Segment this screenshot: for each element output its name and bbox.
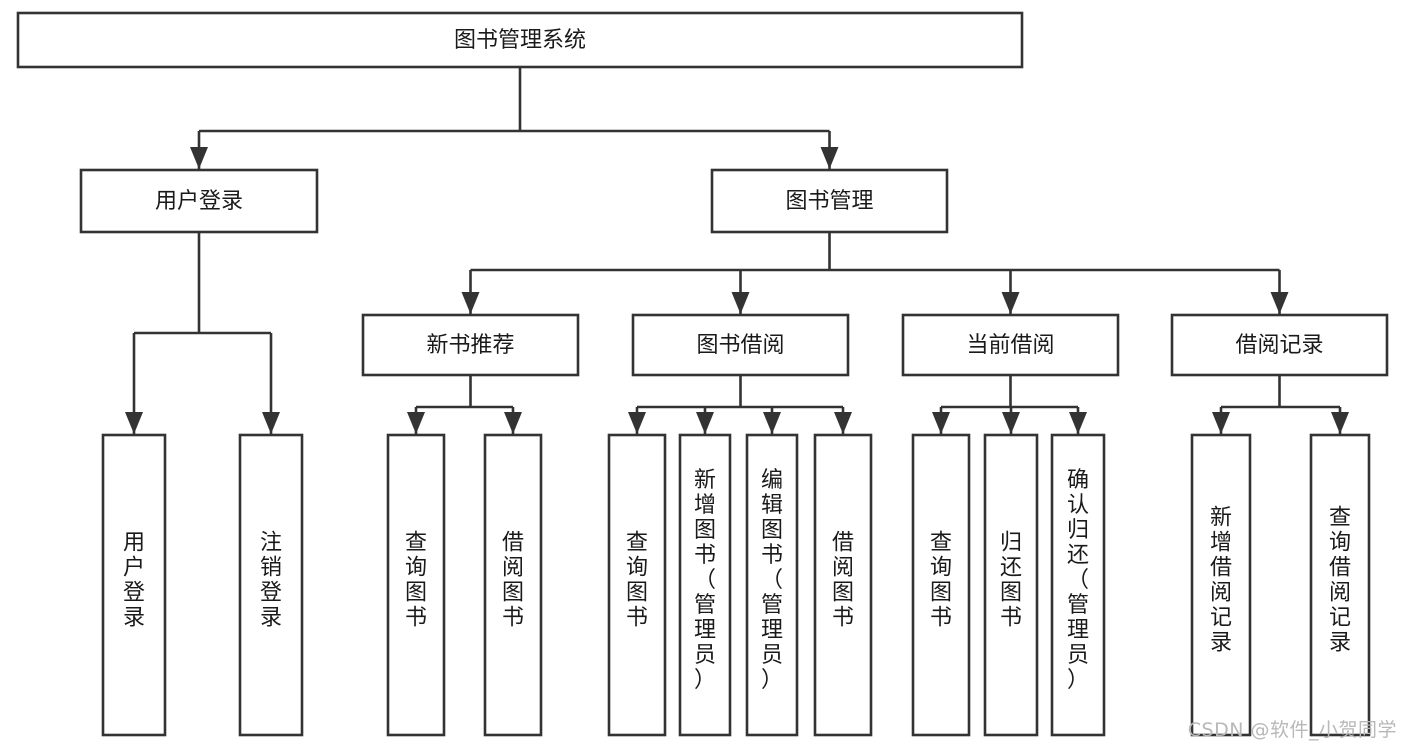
node-box-leaf-add-borrow-record <box>1190 433 1252 737</box>
node-leaf-edit-book-admin[interactable]: 编辑图书（管理员） <box>745 433 799 737</box>
node-book-borrow[interactable]: 图书借阅 <box>631 313 850 377</box>
node-box-leaf-confirm-return-admin <box>1050 433 1106 737</box>
node-box-current-borrow <box>901 313 1120 377</box>
arrow-head-icon-leaf-edit-book-admin <box>763 412 781 434</box>
arrow-head-icon-leaf-logout <box>262 412 280 434</box>
node-box-user-login <box>79 168 319 234</box>
node-leaf-query-book-3[interactable]: 查询图书 <box>911 433 971 737</box>
arrow-head-icon-book-borrow <box>731 292 750 314</box>
arrow-head-icon-leaf-borrow-book-1 <box>504 412 522 434</box>
node-box-leaf-return-book <box>983 433 1039 737</box>
node-leaf-borrow-book-1[interactable]: 借阅图书 <box>483 433 543 737</box>
node-user-login[interactable]: 用户登录 <box>79 168 319 234</box>
arrow-head-icon-leaf-query-book-2 <box>628 412 646 434</box>
nodes-layer: 图书管理系统用户登录图书管理新书推荐图书借阅当前借阅借阅记录用户登录注销登录查询… <box>16 11 1389 737</box>
node-box-leaf-query-book-1 <box>386 433 446 737</box>
node-box-book-manage <box>710 168 949 234</box>
node-box-new-book-recommend <box>361 313 580 377</box>
node-leaf-add-borrow-record[interactable]: 新增借阅记录 <box>1190 433 1252 737</box>
node-leaf-borrow-book-2[interactable]: 借阅图书 <box>813 433 873 737</box>
node-book-manage[interactable]: 图书管理 <box>710 168 949 234</box>
node-label-book-manage: 图书管理 <box>785 189 873 214</box>
node-box-leaf-add-book-admin <box>678 433 732 737</box>
node-leaf-query-book-1[interactable]: 查询图书 <box>386 433 446 737</box>
node-label-leaf-confirm-return-admin: 确认归还（管理员） <box>1067 468 1089 693</box>
watermark-label: CSDN @软件_小贺同学 <box>1187 719 1397 741</box>
arrow-head-icon-leaf-confirm-return-admin <box>1069 412 1087 434</box>
node-borrow-record[interactable]: 借阅记录 <box>1170 313 1389 377</box>
node-label-leaf-edit-book-admin: 编辑图书（管理员） <box>761 468 783 693</box>
arrow-head-icon-leaf-add-borrow-record <box>1212 412 1230 434</box>
arrow-head-icon-leaf-return-book <box>1002 412 1020 434</box>
arrow-head-icon-book-manage <box>820 147 839 169</box>
node-leaf-logout[interactable]: 注销登录 <box>238 433 304 737</box>
node-label-leaf-add-borrow-record: 新增借阅记录 <box>1210 506 1232 656</box>
node-label-leaf-query-book-1: 查询图书 <box>405 531 427 631</box>
node-label-leaf-add-book-admin: 新增图书（管理员） <box>694 468 716 693</box>
node-label-leaf-query-borrow-record: 查询借阅记录 <box>1329 506 1351 656</box>
node-box-leaf-query-book-2 <box>607 433 667 737</box>
arrow-head-icon-current-borrow <box>1001 292 1020 314</box>
node-label-user-login: 用户登录 <box>155 189 243 214</box>
node-leaf-return-book[interactable]: 归还图书 <box>983 433 1039 737</box>
arrow-head-icon-borrow-record <box>1270 292 1289 314</box>
node-box-root <box>16 11 1024 69</box>
node-box-leaf-user-login <box>101 433 167 737</box>
arrow-head-icon-leaf-borrow-book-2 <box>834 412 852 434</box>
node-box-leaf-query-borrow-record <box>1309 433 1371 737</box>
node-box-book-borrow <box>631 313 850 377</box>
arrow-head-icon-leaf-query-borrow-record <box>1331 412 1349 434</box>
node-leaf-add-book-admin[interactable]: 新增图书（管理员） <box>678 433 732 737</box>
node-label-leaf-query-book-3: 查询图书 <box>930 531 952 631</box>
node-box-borrow-record <box>1170 313 1389 377</box>
node-leaf-user-login[interactable]: 用户登录 <box>101 433 167 737</box>
node-box-leaf-borrow-book-2 <box>813 433 873 737</box>
node-leaf-query-borrow-record[interactable]: 查询借阅记录 <box>1309 433 1371 737</box>
arrow-head-icon-leaf-user-login <box>125 412 143 434</box>
node-box-leaf-logout <box>238 433 304 737</box>
node-label-new-book-recommend: 新书推荐 <box>426 333 514 358</box>
node-label-leaf-logout: 注销登录 <box>260 531 282 631</box>
node-leaf-confirm-return-admin[interactable]: 确认归还（管理员） <box>1050 433 1106 737</box>
node-label-leaf-borrow-book-1: 借阅图书 <box>502 531 524 631</box>
node-new-book-recommend[interactable]: 新书推荐 <box>361 313 580 377</box>
node-box-leaf-edit-book-admin <box>745 433 799 737</box>
node-box-leaf-query-book-3 <box>911 433 971 737</box>
node-label-leaf-return-book: 归还图书 <box>1000 531 1022 631</box>
node-current-borrow[interactable]: 当前借阅 <box>901 313 1120 377</box>
node-label-leaf-borrow-book-2: 借阅图书 <box>832 531 854 631</box>
arrow-head-icon-leaf-query-book-1 <box>407 412 425 434</box>
edges-layer <box>125 67 1349 434</box>
arrow-head-icon-leaf-add-book-admin <box>696 412 714 434</box>
arrow-head-icon-new-book-recommend <box>461 292 480 314</box>
node-root[interactable]: 图书管理系统 <box>16 11 1024 69</box>
node-box-leaf-borrow-book-1 <box>483 433 543 737</box>
node-label-borrow-record: 借阅记录 <box>1235 333 1323 358</box>
node-label-leaf-query-book-2: 查询图书 <box>626 531 648 631</box>
arrow-head-icon-user-login <box>190 147 208 169</box>
node-label-current-borrow: 当前借阅 <box>966 333 1054 358</box>
node-leaf-query-book-2[interactable]: 查询图书 <box>607 433 667 737</box>
node-label-book-borrow: 图书借阅 <box>696 333 784 358</box>
node-label-leaf-user-login: 用户登录 <box>123 531 145 631</box>
arrow-head-icon-leaf-query-book-3 <box>932 412 950 434</box>
node-label-root: 图书管理系统 <box>454 28 586 53</box>
